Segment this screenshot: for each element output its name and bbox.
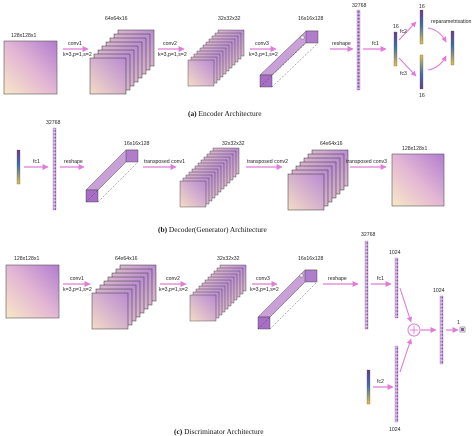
dec-caption: (b) Decoder(Generator) Architecture — [158, 225, 267, 234]
disc-flat-vector — [364, 240, 369, 330]
dec-stack3-label: 16x16x128 — [124, 141, 149, 147]
disc-flat-label: 32768 — [361, 232, 376, 238]
disc-input-label: 128x128x1 — [14, 256, 39, 262]
enc-fc1-vector — [393, 31, 398, 67]
enc-stack1-label: 64x64x16 — [105, 16, 128, 22]
enc-flat-label: 32768 — [352, 3, 367, 9]
discriminator-panel: 128x128x1 conv1 k=3,p=1,s=2 64x64x16 con… — [5, 232, 466, 436]
disc-caption: (c) Discriminator Architecture — [174, 427, 264, 436]
enc-conv1-params: k=3,p=1,s=2 — [63, 52, 92, 58]
disc-reshape-label: reshape — [328, 276, 347, 282]
enc-latent-vector — [450, 30, 455, 66]
disc-stack1-label: 64x64x16 — [115, 256, 138, 262]
disc-output-size: 1 — [457, 320, 460, 326]
enc-flat-vector — [356, 9, 361, 91]
disc-fc2-vector — [394, 345, 399, 423]
enc-fc2-label: fc2 — [400, 29, 407, 35]
dec-reshape-label: reshape — [64, 159, 83, 165]
enc-fc1-label: fc1 — [372, 41, 379, 47]
disc-conv1-label: conv1 — [70, 276, 84, 282]
disc-output-unit-fill — [461, 328, 464, 331]
disc-fc1-size: 1024 — [389, 250, 401, 256]
dec-tconv2-label: transposed conv2 — [247, 159, 288, 165]
enc-fc3-label: fc3 — [400, 71, 407, 77]
enc-stack1 — [89, 29, 155, 95]
enc-conv3-params: k=3,p=1,s=2 — [249, 52, 278, 58]
enc-sigma-vector — [419, 54, 424, 90]
dec-flat-label: 32768 — [46, 120, 61, 126]
disc-fc2-size: 1024 — [389, 427, 401, 433]
dec-output-image — [391, 153, 445, 207]
enc-stack2-label: 32x32x32 — [218, 16, 241, 22]
dec-stack3 — [85, 149, 139, 203]
disc-fc2-label: fc2 — [377, 379, 384, 385]
disc-input-image — [5, 264, 60, 319]
enc-mu-size: 16 — [419, 4, 425, 10]
disc-arrow-fc1-merge — [399, 287, 413, 323]
disc-merged-vector — [439, 295, 444, 365]
dec-stack2 — [179, 147, 240, 208]
disc-stack3 — [257, 269, 318, 330]
enc-arrow-fc3 — [398, 57, 417, 77]
enc-input-image — [3, 40, 58, 95]
disc-stack2-label: 32x32x32 — [217, 256, 240, 262]
enc-stack3-label: 16x16x128 — [298, 16, 323, 22]
dec-tconv3-label: transposed conv3 — [346, 159, 387, 165]
disc-add-node — [407, 323, 421, 337]
decoder-panel: fc1 32768 reshape 16x16x128 transposed c… — [16, 120, 445, 234]
disc-stack2 — [189, 264, 247, 322]
enc-stack2 — [187, 29, 245, 87]
disc-conv2-params: k=3,p=1,s=2 — [159, 287, 188, 293]
enc-conv2-label: conv2 — [163, 41, 177, 47]
enc-stack3 — [259, 30, 319, 88]
enc-fc1-size: 16 — [393, 24, 399, 30]
enc-arrow-fc2 — [398, 21, 417, 41]
disc-stack1 — [91, 264, 157, 330]
disc-fc1-vector — [394, 257, 399, 319]
disc-conv1-params: k=3,p=1,s=2 — [63, 287, 92, 293]
disc-fc1-label: fc1 — [377, 276, 384, 282]
disc-conv3-params: k=3,p=1,s=2 — [250, 287, 279, 293]
disc-conv3-label: conv3 — [256, 276, 270, 282]
disc-conv2-label: conv2 — [166, 276, 180, 282]
dec-tconv1-label: transposed conv1 — [144, 159, 185, 165]
enc-reshape-label: reshape — [332, 41, 351, 47]
dec-flat-vector — [52, 127, 57, 211]
encoder-panel: 128x128x1 conv1 k=3,p=1,s=2 64x64x16 con… — [3, 3, 471, 118]
enc-conv3-label: conv3 — [255, 41, 269, 47]
enc-conv2-params: k=3,p=1,s=2 — [158, 52, 187, 58]
disc-merged-size: 1024 — [433, 288, 445, 294]
dec-output-label: 128x128x1 — [402, 146, 427, 152]
disc-latent-vector — [366, 369, 371, 405]
enc-arrow-reparam-top — [427, 27, 447, 43]
enc-input-label: 128x128x1 — [11, 33, 36, 39]
enc-mu-vector — [419, 9, 424, 45]
enc-caption: (a) Encoder Architecture — [188, 109, 262, 118]
dec-latent-vector — [16, 149, 21, 185]
enc-conv1-label: conv1 — [68, 41, 82, 47]
enc-arrow-reparam-bottom — [427, 55, 447, 71]
dec-fc1-label: fc1 — [33, 159, 40, 165]
enc-sigma-size: 16 — [419, 93, 425, 99]
disc-arrow-fc2-merge — [399, 338, 413, 373]
enc-reparam-label: reparametrisation — [431, 19, 471, 25]
dec-stack2-label: 32x32x32 — [222, 141, 245, 147]
dec-stack1 — [287, 149, 349, 211]
disc-stack3-label: 16x16x128 — [298, 256, 323, 262]
dec-stack1-label: 64x64x16 — [320, 141, 343, 147]
